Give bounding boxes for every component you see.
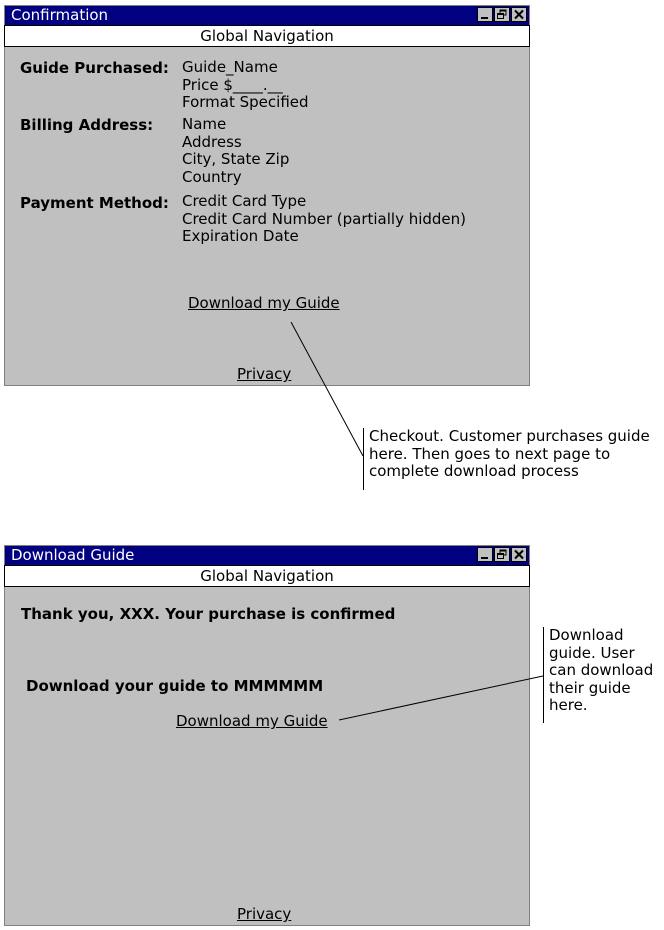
annotation-line: Download <box>549 626 624 644</box>
checkout-annotation: Checkout. Customer purchases guide here.… <box>363 427 650 490</box>
confirmation-content: Guide Purchased: Guide_Name Price $____.… <box>5 6 529 385</box>
card-type: Credit Card Type <box>182 192 307 210</box>
guide-price: Price $____.__ <box>182 75 283 94</box>
privacy-link[interactable]: Privacy <box>237 365 292 383</box>
guide-format: Format Specified <box>182 93 309 111</box>
billing-name: Name <box>182 115 227 133</box>
download-destination: Download your guide to MMMMMM <box>26 677 324 695</box>
annotation-line: can download <box>549 661 654 679</box>
card-number: Credit Card Number (partially hidden) <box>182 209 467 228</box>
global-navigation[interactable]: Global Navigation <box>4 25 530 47</box>
restore-icon[interactable] <box>494 7 510 22</box>
restore-icon[interactable] <box>494 547 510 562</box>
thank-you-message: Thank you, XXX. Your purchase is confirm… <box>21 605 396 623</box>
confirmation-window: Confirmation Global Navigation Guide Pur… <box>4 5 530 386</box>
window-controls <box>477 547 527 562</box>
annotation-line: complete download process <box>369 462 579 480</box>
billing-details: Name Address City, State Zip Country <box>182 115 290 186</box>
download-content: Thank you, XXX. Your purchase is confirm… <box>5 546 529 925</box>
minimize-icon[interactable] <box>477 7 493 22</box>
download-guide-link[interactable]: Download my Guide <box>176 712 328 730</box>
annotation-line: guide. User <box>549 643 635 662</box>
billing-city-state-zip: City, State Zip <box>182 150 290 168</box>
download-titlebar: Download Guide <box>5 546 529 565</box>
global-navigation[interactable]: Global Navigation <box>4 565 530 587</box>
privacy-link[interactable]: Privacy <box>237 905 292 923</box>
download-guide-window: Download Guide Global Navigation Thank y… <box>4 545 530 926</box>
annotation-line: their guide <box>549 678 631 697</box>
annotation-line: here. <box>549 696 588 714</box>
billing-address: Address <box>182 132 242 151</box>
window-title: Download Guide <box>11 546 135 564</box>
minimize-icon[interactable] <box>477 547 493 562</box>
card-expiration: Expiration Date <box>182 227 299 245</box>
window-controls <box>477 7 527 22</box>
close-icon[interactable] <box>511 7 527 22</box>
window-title: Confirmation <box>11 6 109 24</box>
guide-details: Guide_Name Price $____.__ Format Specifi… <box>182 58 309 112</box>
billing-country: Country <box>182 167 242 186</box>
payment-method-label: Payment Method: <box>20 194 169 212</box>
close-icon[interactable] <box>511 547 527 562</box>
guide-purchased-label: Guide Purchased: <box>20 59 169 77</box>
download-guide-link[interactable]: Download my Guide <box>188 294 340 312</box>
download-annotation: Download guide. User can download their … <box>543 626 654 723</box>
annotation-line: here. Then goes to next page to <box>369 444 611 463</box>
annotation-line: Checkout. Customer purchases guide <box>369 427 650 445</box>
guide-name: Guide_Name <box>182 58 278 76</box>
billing-address-label: Billing Address: <box>20 116 154 134</box>
payment-details: Credit Card Type Credit Card Number (par… <box>182 192 467 246</box>
confirmation-titlebar: Confirmation <box>5 6 529 25</box>
